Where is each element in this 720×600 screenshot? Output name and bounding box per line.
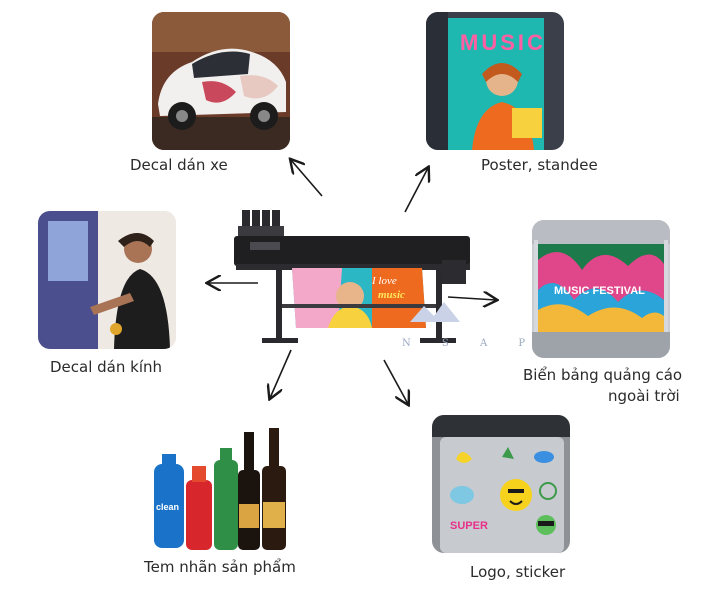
billboard-title-text: MUSIC FESTIVAL (554, 285, 645, 297)
arrow-to-billboard (447, 297, 496, 300)
printer-image: I love music (222, 204, 482, 358)
billboard-label-line-1: Biển bảng quảng cáo (523, 366, 683, 384)
glass-decal-label: Decal dán kính (50, 358, 163, 376)
arrow-to-car-decal (291, 160, 323, 197)
sticker-super-text: SUPER (450, 520, 488, 532)
car-decal-label: Decal dán xe (130, 156, 228, 174)
bottle-label-text: clean (156, 502, 179, 512)
poster-image: MUSIC (426, 12, 564, 150)
poster-label: Poster, standee (481, 156, 598, 174)
arrow-to-poster (404, 168, 428, 213)
car-decal-image (152, 12, 290, 150)
logo-sticker-image: SUPER (432, 415, 570, 553)
product-label-image: clean (150, 420, 290, 552)
arrow-to-logo-sticker (383, 359, 408, 404)
arrow-to-product-label (270, 349, 292, 398)
banner-text-2: music (378, 289, 405, 301)
logo-sticker-label: Logo, sticker (470, 563, 566, 581)
billboard-image: MUSIC FESTIVAL (532, 220, 670, 358)
billboard-label-line-2: ngoài trời (608, 387, 680, 405)
banner-text-1: I love (371, 275, 397, 287)
nsap-logo-text: N S A P (402, 338, 540, 349)
product-label-label: Tem nhãn sản phẩm (144, 558, 296, 576)
poster-title-text: MUSIC (460, 30, 546, 55)
glass-decal-image (38, 211, 176, 349)
